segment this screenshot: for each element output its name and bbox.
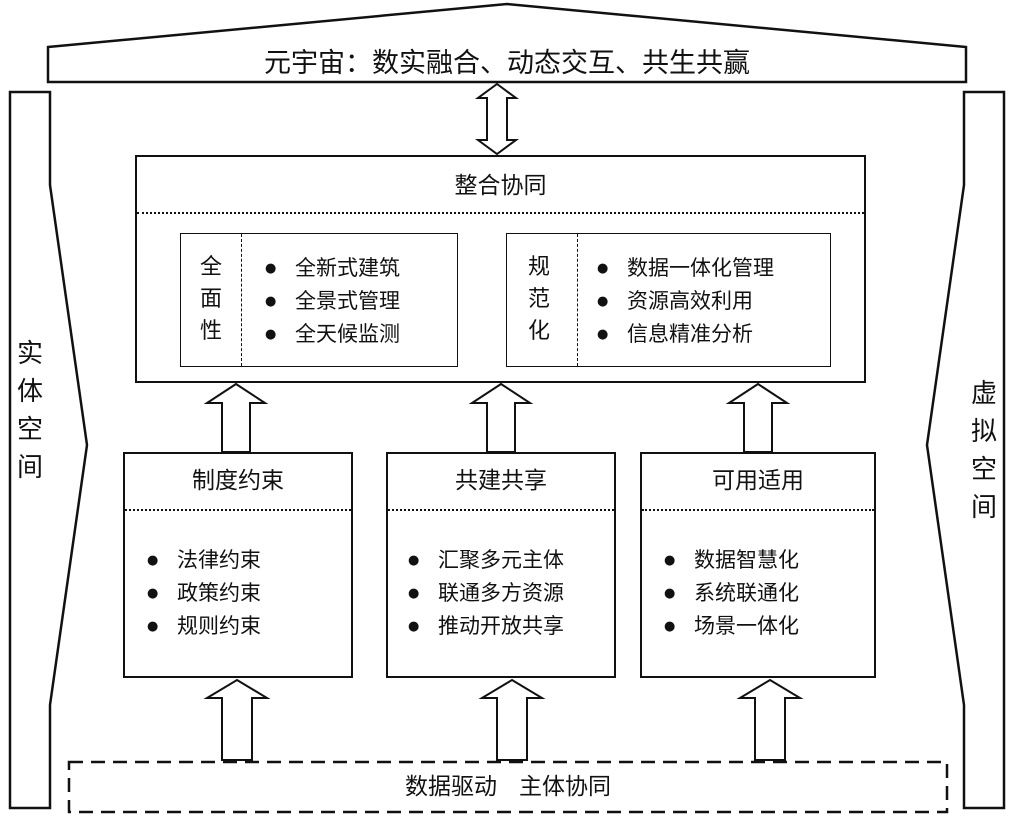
side-char: 性 xyxy=(199,319,222,344)
list-item: 数据一体化管理 xyxy=(593,252,774,285)
double-arrow-icon xyxy=(474,82,520,156)
list-item: 全新式建筑 xyxy=(261,252,400,285)
left-pillar-char: 间 xyxy=(16,453,43,483)
list-item: 法律约束 xyxy=(143,544,261,577)
right-pillar-char: 间 xyxy=(970,493,997,523)
side-char: 规 xyxy=(527,255,550,280)
side-char: 范 xyxy=(527,287,550,312)
right-pillar-shape xyxy=(925,90,1006,810)
up-arrow-icon xyxy=(478,678,546,761)
list-item: 全景式管理 xyxy=(261,285,400,318)
list-item: 规则约束 xyxy=(143,610,261,643)
column-title: 制度约束 xyxy=(192,468,284,494)
column-divider xyxy=(125,509,351,511)
list-item: 场景一体化 xyxy=(660,610,799,643)
left-pillar-char: 实 xyxy=(16,339,43,369)
column-list: 法律约束 政策约束 规则约束 xyxy=(143,544,261,643)
co-build-share-box: 共建共享 汇聚多元主体 联通多方资源 推动开放共享 xyxy=(386,452,616,678)
list-item: 数据智慧化 xyxy=(660,544,799,577)
right-pillar-char: 空 xyxy=(970,455,997,485)
column-divider xyxy=(642,509,874,511)
side-char: 全 xyxy=(199,255,222,280)
up-arrow-icon xyxy=(468,382,534,453)
up-arrow-icon xyxy=(203,678,271,761)
left-pillar-char: 体 xyxy=(16,377,43,407)
top-banner-title: 元宇宙：数实融合、动态交互、共生共赢 xyxy=(264,48,750,79)
list-item: 政策约束 xyxy=(143,577,261,610)
standardization-panel: 规 范 化 数据一体化管理 资源高效利用 信息精准分析 xyxy=(506,233,831,367)
standardization-side-label: 规 范 化 xyxy=(517,252,561,348)
column-title: 可用适用 xyxy=(712,468,804,494)
comprehensive-list: 全新式建筑 全景式管理 全天候监测 xyxy=(261,252,400,351)
list-item: 汇聚多元主体 xyxy=(404,544,564,577)
base-dashed-box xyxy=(67,760,949,814)
list-item: 系统联通化 xyxy=(660,577,799,610)
list-item: 联通多方资源 xyxy=(404,577,564,610)
column-divider xyxy=(388,509,614,511)
base-title: 数据驱动 主体协同 xyxy=(405,774,611,800)
up-arrow-icon xyxy=(203,382,269,453)
up-arrow-icon xyxy=(736,678,804,761)
left-pillar-shape xyxy=(8,90,89,810)
list-item: 资源高效利用 xyxy=(593,285,774,318)
panel-dashed-divider xyxy=(577,234,578,366)
roof-shape xyxy=(46,2,968,84)
left-pillar-label: 实 体 空 间 xyxy=(10,335,50,487)
column-list: 数据智慧化 系统联通化 场景一体化 xyxy=(660,544,799,643)
side-char: 面 xyxy=(199,287,222,312)
list-item: 全天候监测 xyxy=(261,318,400,351)
list-item: 推动开放共享 xyxy=(404,610,564,643)
list-item: 信息精准分析 xyxy=(593,318,774,351)
integration-divider xyxy=(137,212,864,214)
integration-box: 整合协同 全 面 性 全新式建筑 全景式管理 全天候监测 规 范 化 数据一体化… xyxy=(135,155,866,383)
side-char: 化 xyxy=(527,319,550,344)
integration-title: 整合协同 xyxy=(454,173,547,199)
column-title: 共建共享 xyxy=(455,468,547,494)
right-pillar-label: 虚 拟 空 间 xyxy=(964,375,1004,527)
left-pillar-char: 空 xyxy=(16,415,43,445)
usable-applicable-box: 可用适用 数据智慧化 系统联通化 场景一体化 xyxy=(640,452,876,678)
up-arrow-icon xyxy=(725,382,791,453)
right-pillar-char: 虚 xyxy=(970,379,997,409)
comprehensive-panel: 全 面 性 全新式建筑 全景式管理 全天候监测 xyxy=(180,233,458,367)
panel-dashed-divider xyxy=(241,234,242,366)
comprehensive-side-label: 全 面 性 xyxy=(189,252,233,348)
institutional-constraint-box: 制度约束 法律约束 政策约束 规则约束 xyxy=(123,452,353,678)
right-pillar-char: 拟 xyxy=(970,417,997,447)
column-list: 汇聚多元主体 联通多方资源 推动开放共享 xyxy=(404,544,564,643)
standardization-list: 数据一体化管理 资源高效利用 信息精准分析 xyxy=(593,252,774,351)
